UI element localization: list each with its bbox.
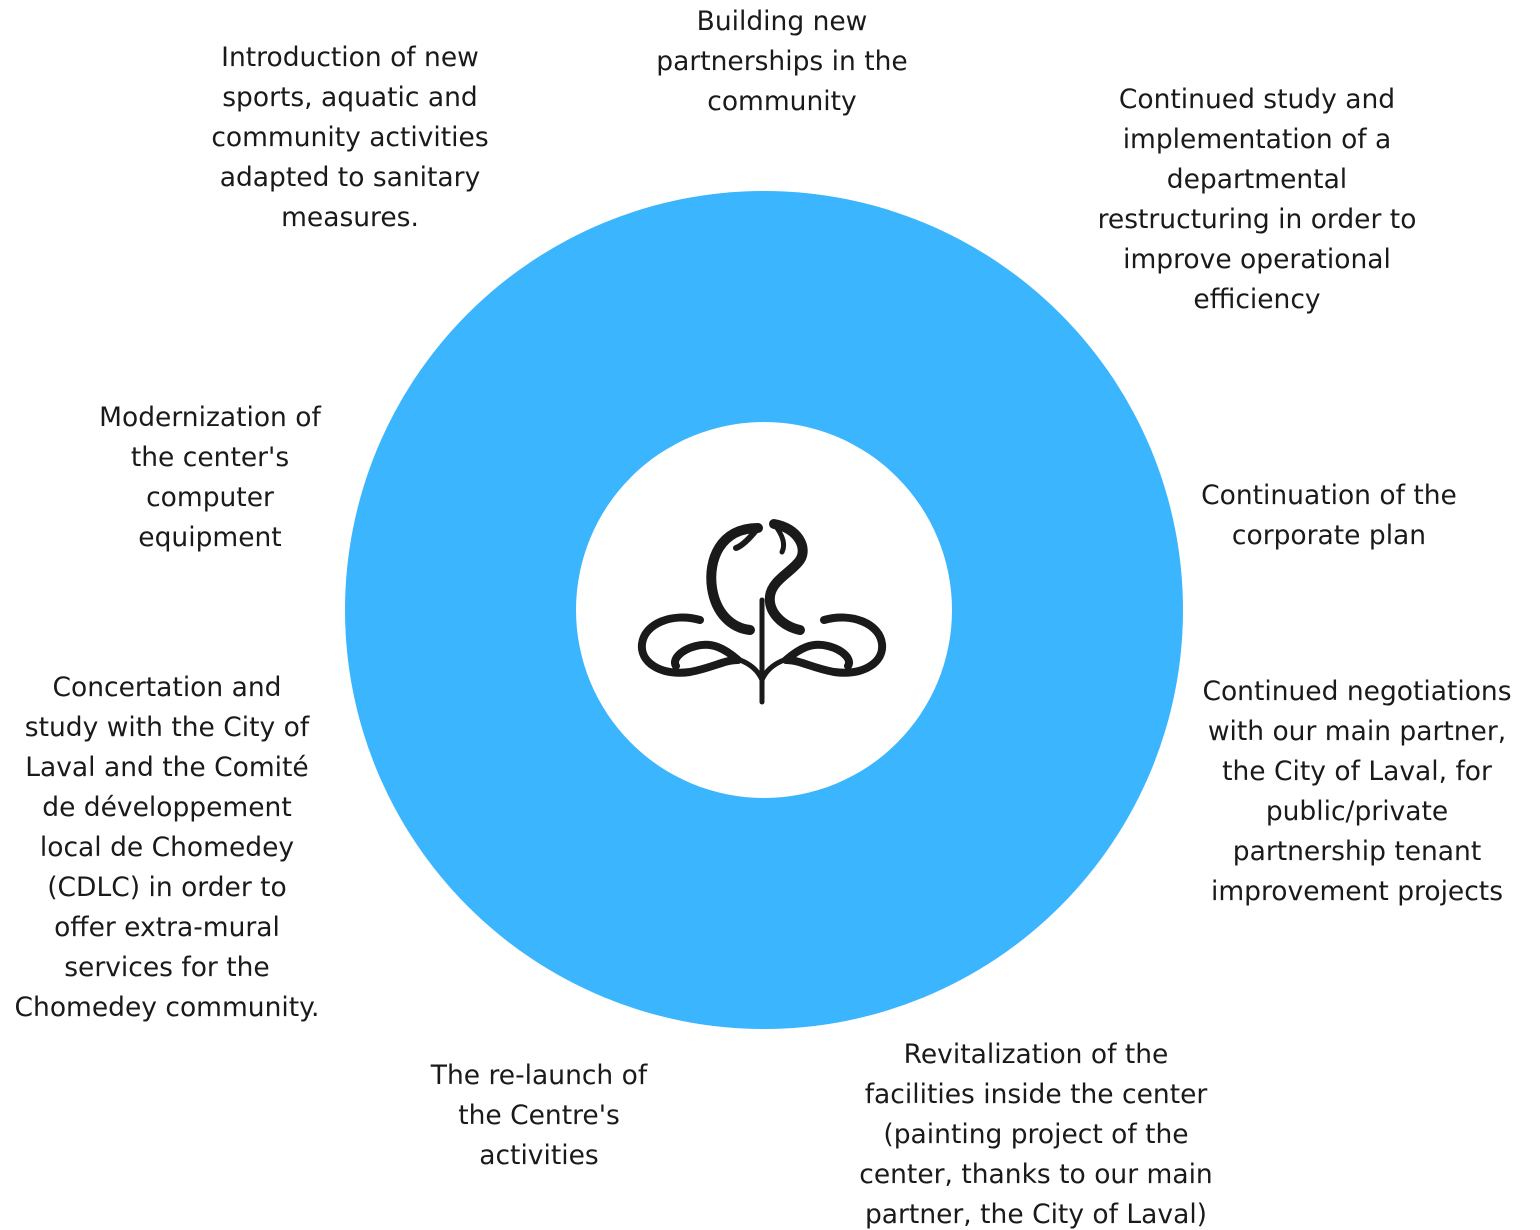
label-facilities-revitalization: Revitalization of the facilities inside … (859, 1039, 1213, 1230)
logo-stem-fork (737, 657, 787, 683)
logo-letter-c (706, 523, 763, 635)
label-new-activities: Introduction of new sports, aquatic and … (211, 42, 489, 233)
label-city-negotiations: Continued negotiations with our main par… (1202, 676, 1512, 907)
label-computer-modernization: Modernization of the center's computer e… (99, 402, 321, 553)
label-centre-relaunch: The re-launch of the Centre's activities (430, 1060, 648, 1171)
logo-letter-s (764, 519, 808, 635)
label-corporate-plan: Continuation of the corporate plan (1201, 480, 1457, 551)
logo-s-top-hook (771, 521, 787, 555)
label-cdlc-concertation: Concertation and study with the City of … (14, 672, 320, 1023)
logo-left-leaf (637, 613, 742, 677)
cs-fleur-logo-icon (637, 519, 887, 705)
label-building-partnerships: Building new partnerships in the communi… (656, 6, 908, 117)
label-departmental-restructuring: Continued study and implementation of a … (1097, 84, 1417, 315)
logo-c-top-hook (733, 525, 761, 551)
logo-right-leaf (782, 613, 887, 677)
